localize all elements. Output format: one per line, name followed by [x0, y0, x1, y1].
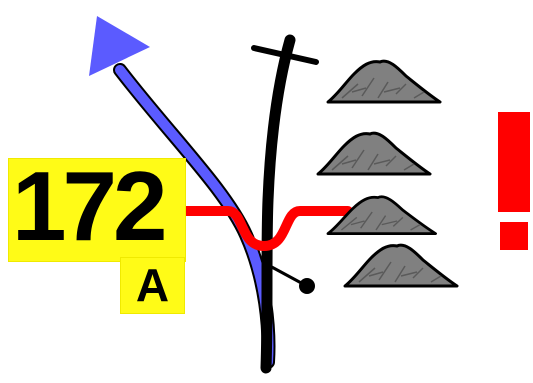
exclamation-icon: [498, 112, 530, 212]
rock-pile-icon: [318, 133, 430, 174]
main-road: [266, 40, 290, 368]
side-road-connector: [268, 265, 305, 285]
route-suffix: A: [120, 255, 185, 315]
side-road-end: [299, 278, 315, 294]
route-number: 172: [12, 146, 192, 266]
rock-pile-icon: [328, 61, 440, 102]
rock-pile-icon: [345, 245, 457, 286]
exclamation-dot: [500, 222, 528, 250]
